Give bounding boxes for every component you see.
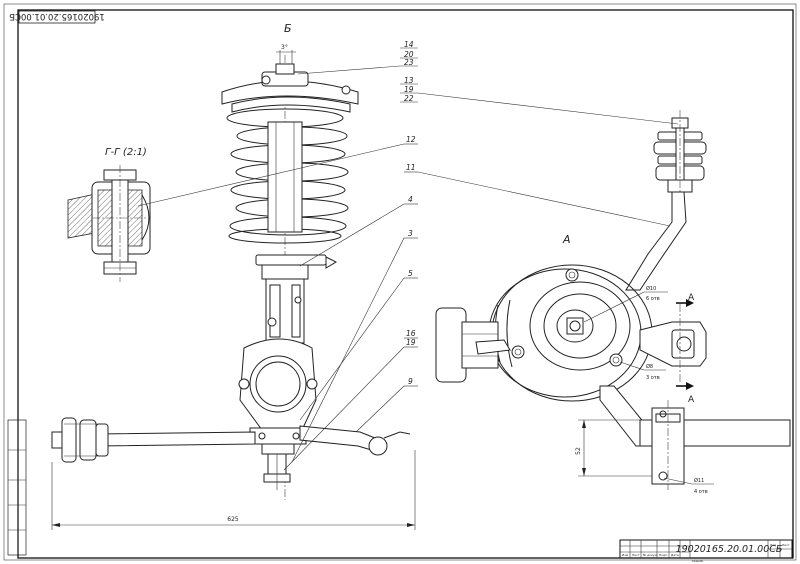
inner-frame — [17, 9, 794, 559]
callout-13: 13 — [404, 76, 414, 85]
tb-sign: Подп. — [659, 553, 668, 557]
callout-9: 9 — [408, 377, 413, 386]
callout-14: 14 — [404, 40, 414, 49]
left-side-strip — [7, 419, 27, 556]
callout-5: 5 — [408, 269, 413, 278]
dim-hole1-n: 6 отв — [646, 296, 660, 302]
callout-11: 11 — [406, 163, 416, 172]
stabilizer-bar — [51, 417, 411, 463]
callout-19b: 19 — [406, 338, 416, 347]
dim-hole1: Ø10 — [646, 285, 656, 292]
section-mark-top: А — [688, 293, 695, 303]
callout-3: 3 — [408, 229, 413, 238]
callout-20: 20 — [404, 50, 414, 59]
dim-hole2: Ø8 — [646, 363, 653, 370]
dim-width: 625 — [227, 516, 239, 523]
tb-date: Дата — [671, 553, 679, 557]
dimension-625: 625 — [51, 450, 416, 530]
dim-hole2-n: 3 отв — [646, 375, 660, 381]
strut-assembly: Б 3° — [221, 22, 359, 500]
dim-hole3: Ø11 — [694, 477, 704, 484]
title-block: 19020165.20.01.00СБ Изм Лист № докум. По… — [619, 539, 793, 563]
callout-16: 16 — [406, 329, 416, 338]
section-title: Г-Г (2:1) — [105, 147, 147, 158]
title-stamp: 19020165.20.01.00СБ — [676, 544, 783, 555]
tb-doc: № докум. — [643, 553, 658, 557]
section-mark-bottom: А — [688, 395, 695, 405]
view-a-label: А — [562, 233, 571, 246]
callout-19a: 19 — [404, 85, 414, 94]
callout-12: 12 — [406, 135, 416, 144]
view-a-assembly: А — [435, 110, 791, 490]
tb-list: Лист — [632, 553, 640, 557]
dim-vertical: 52 — [575, 447, 582, 455]
outer-frame — [3, 3, 797, 561]
section-g-g: Г-Г (2:1) — [67, 147, 151, 282]
tb-lit: Лит — [770, 543, 776, 547]
tb-sheet: Лист — [782, 543, 790, 547]
callout-23: 23 — [404, 58, 414, 67]
stamp-box — [18, 10, 96, 24]
stamp-text: 19020165.20.01.00СБ — [9, 11, 105, 21]
dim-hole3-n: 4 отв — [694, 489, 708, 495]
hole-callouts: Ø10 6 отв Ø8 3 отв Ø11 4 отв — [583, 285, 714, 495]
dim-angle: 3° — [281, 44, 288, 51]
callout-leaders: 14 20 23 13 19 22 12 11 4 3 5 — [137, 40, 679, 471]
callout-22: 22 — [404, 94, 414, 103]
tb-developer: Разраб. — [692, 559, 704, 563]
callout-4: 4 — [408, 195, 413, 204]
view-b-label: Б — [284, 22, 292, 35]
tb-izm: Изм — [622, 553, 628, 557]
